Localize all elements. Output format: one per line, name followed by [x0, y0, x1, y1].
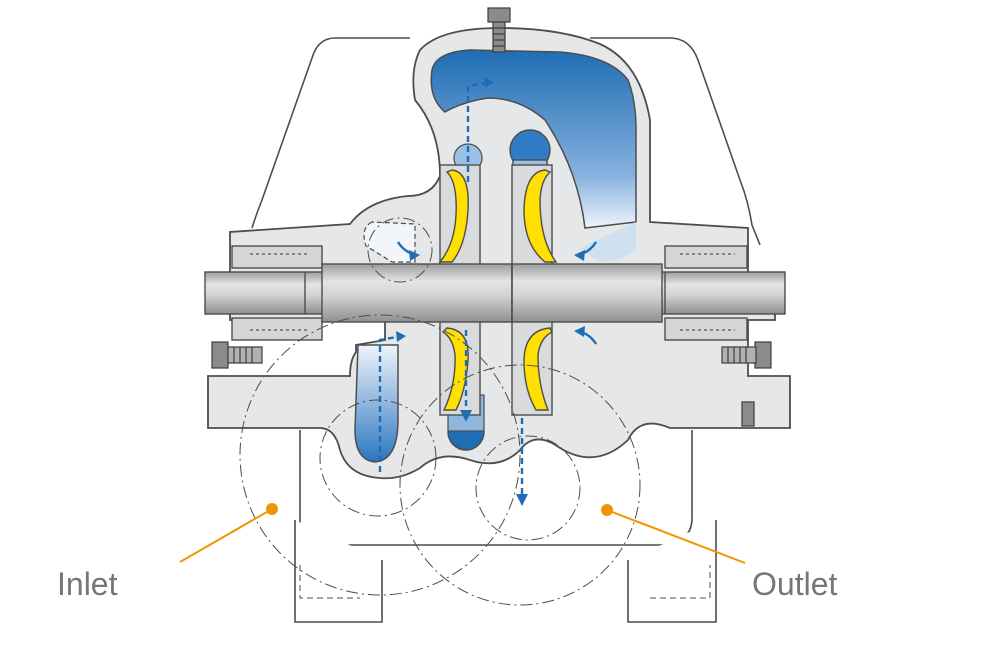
- outlet-label: Outlet: [752, 566, 838, 602]
- inlet-label: Inlet: [57, 566, 118, 602]
- vent-plug: [487, 7, 511, 53]
- bearing-housing-left: [231, 245, 323, 341]
- label-leader-lines: [179, 503, 746, 564]
- discharge-volute: [430, 49, 637, 229]
- flow-arrowheads: [396, 77, 585, 506]
- nut-icon: [721, 341, 772, 427]
- pump-shaft: [204, 263, 786, 323]
- impeller-second-stage: [511, 164, 558, 416]
- phantom-flange-circles: [239, 217, 641, 606]
- base-feet: [294, 520, 717, 623]
- bearing-housing-right: [664, 245, 748, 341]
- pump-casing: [207, 27, 791, 480]
- suction-chamber: [354, 344, 399, 463]
- bolt-icon: [211, 341, 263, 369]
- impeller-first-stage: [438, 164, 481, 416]
